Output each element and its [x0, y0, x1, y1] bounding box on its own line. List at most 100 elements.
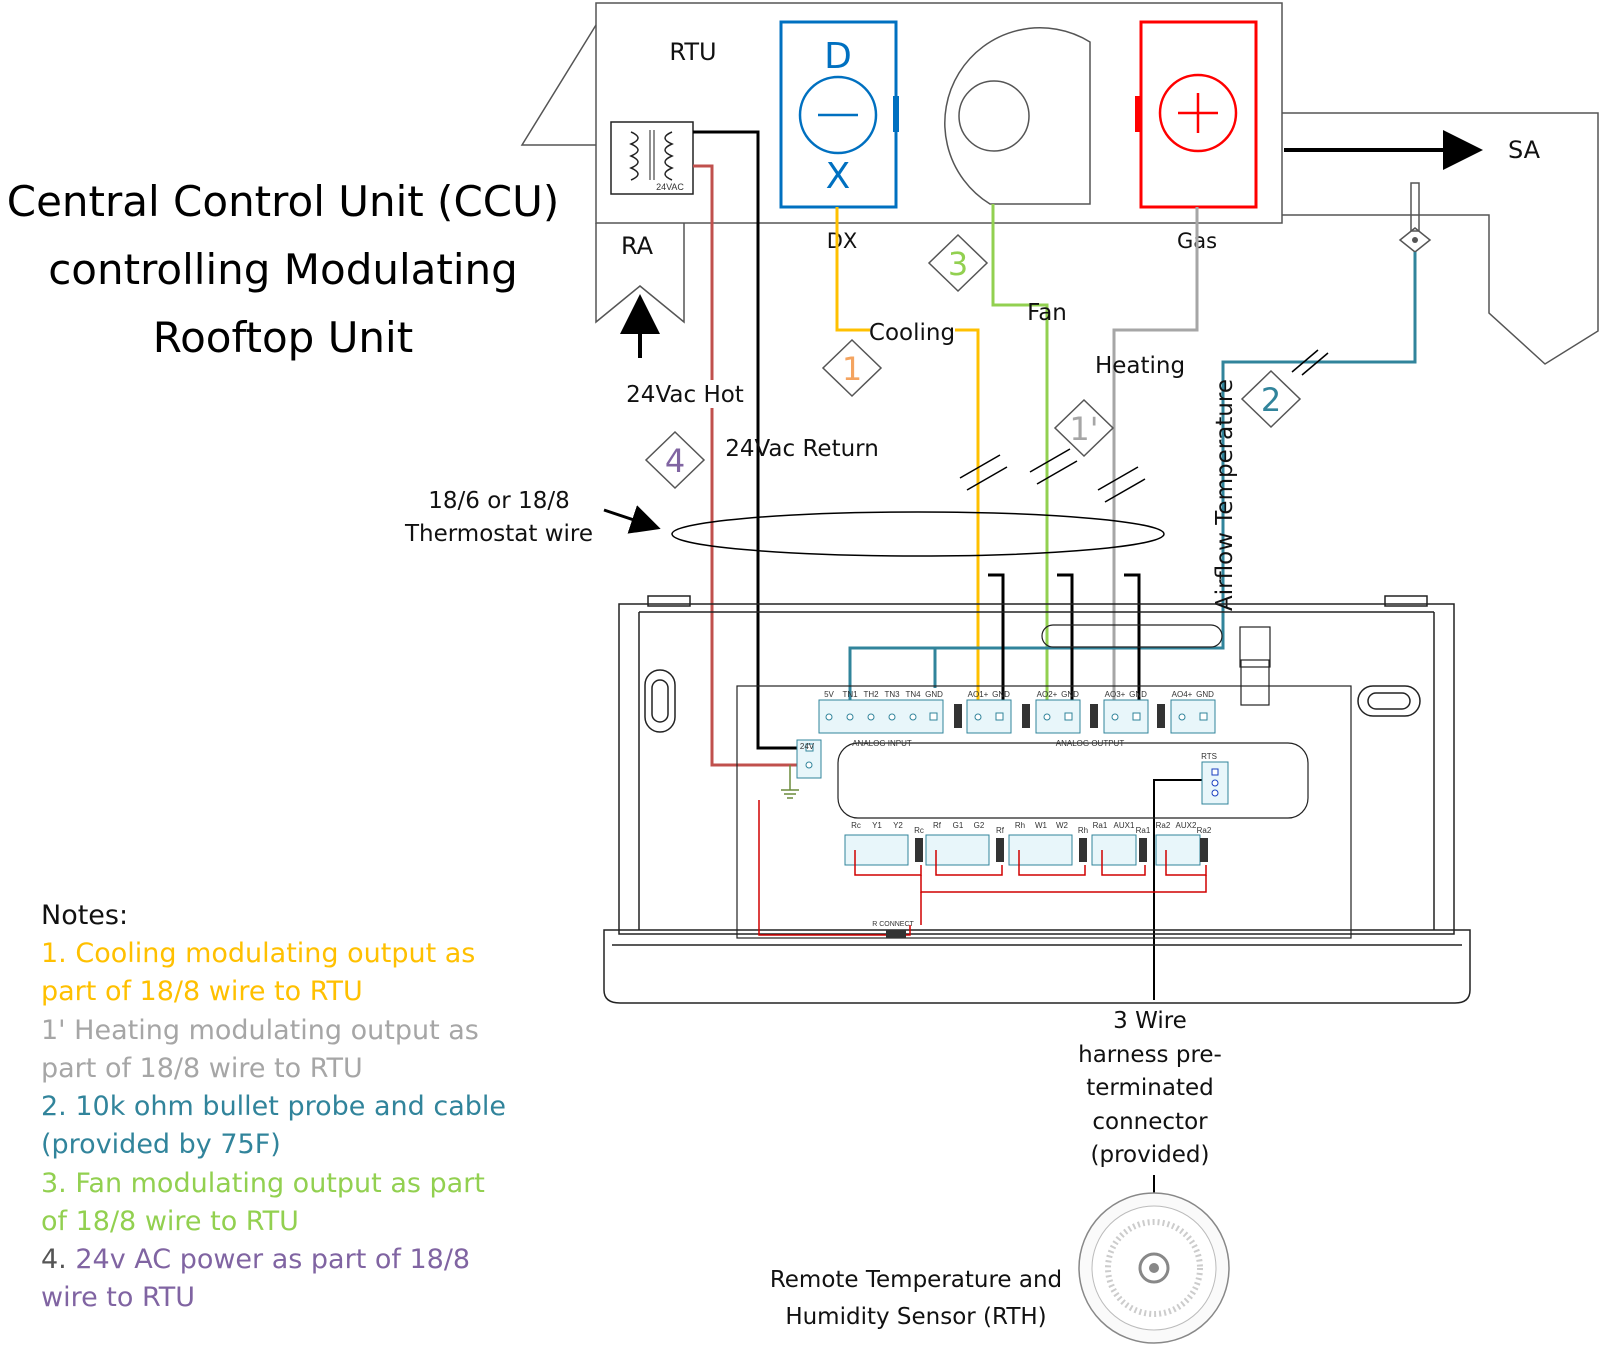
- r-connect-label: R CONNECT: [872, 921, 914, 928]
- power-terminal: [781, 739, 822, 799]
- marker-3: 3: [927, 233, 989, 293]
- analog-output-pin-labels: AO1+ GND AO2+ GND AO3+ GND AO4+ GND: [968, 690, 1214, 699]
- rts-connector: [1201, 761, 1229, 805]
- svg-text:Y1: Y1: [872, 821, 882, 830]
- sa-label: SA: [1508, 136, 1541, 164]
- rtu-label: RTU: [669, 38, 716, 66]
- fan-wire: [991, 204, 1049, 700]
- svg-text:3 Wire: 3 Wire: [1113, 1008, 1187, 1034]
- svg-text:Rooftop Unit: Rooftop Unit: [153, 313, 413, 362]
- svg-text:GND: GND: [1196, 690, 1214, 699]
- notes-heading: Notes:: [41, 900, 128, 931]
- page-title: Central Control Unit (CCU) controlling M…: [7, 177, 559, 362]
- svg-text:W1: W1: [1035, 821, 1048, 830]
- fan-label: Fan: [1027, 300, 1067, 326]
- dx-letter-bottom: X: [826, 156, 851, 197]
- thermostat-wire-bundle: [671, 511, 1165, 557]
- svg-text:AO3+: AO3+: [1105, 690, 1126, 699]
- svg-text:wire to RTU: wire to RTU: [41, 1282, 195, 1313]
- ccu-enclosure: [603, 595, 1471, 1004]
- svg-text:Rc: Rc: [851, 821, 861, 830]
- marker-4: 4: [644, 430, 706, 490]
- svg-text:Y2: Y2: [893, 821, 903, 830]
- thermostat-wire-label-2: Thermostat wire: [404, 521, 593, 547]
- svg-text:Remote Temperature and: Remote Temperature and: [770, 1267, 1062, 1293]
- rth-sensor-icon: [1078, 1192, 1230, 1344]
- svg-text:5V: 5V: [824, 690, 834, 699]
- svg-text:AO4+: AO4+: [1172, 690, 1193, 699]
- analog-input-label: ANALOG INPUT: [852, 739, 912, 748]
- rth-harness-wire: [1153, 779, 1213, 1000]
- svg-text:4. 24v AC power as part of 18/: 4. 24v AC power as part of 18/8: [41, 1244, 470, 1275]
- marker-1: 1: [821, 338, 883, 398]
- notes: Notes: 1. Cooling modulating output as p…: [41, 900, 506, 1313]
- airflow-probe-wire: [933, 252, 1417, 688]
- svg-text:AUX1: AUX1: [1114, 821, 1135, 830]
- svg-text:part of 18/8 wire to RTU: part of 18/8 wire to RTU: [41, 976, 363, 1007]
- svg-text:G2: G2: [974, 821, 985, 830]
- transformer-icon: [610, 121, 694, 195]
- power-terminal-label: 24V: [800, 742, 815, 751]
- thermostat-arrow: [603, 505, 661, 534]
- svg-text:Ra1: Ra1: [1136, 826, 1151, 835]
- dx-label: DX: [827, 229, 858, 253]
- svg-text:1': 1': [1069, 410, 1098, 448]
- heating-label: Heating: [1095, 353, 1185, 379]
- marker-2: 2: [1240, 369, 1302, 429]
- svg-text:TN4: TN4: [905, 690, 921, 699]
- relay-labels: Rc Y1 Y2 Rc Rf G1 G2 Rf Rh W1 W2 Rh Ra1 …: [851, 821, 1212, 835]
- svg-text:Ra2: Ra2: [1156, 821, 1171, 830]
- dx-letter-top: D: [824, 36, 852, 77]
- svg-text:controlling Modulating: controlling Modulating: [48, 245, 518, 294]
- svg-text:GND: GND: [1061, 690, 1079, 699]
- svg-text:AO1+: AO1+: [968, 690, 989, 699]
- wire-count-ticks: [959, 349, 1329, 503]
- svg-text:Rc: Rc: [914, 826, 924, 835]
- gas-heater-icon: [1135, 20, 1258, 209]
- 24vac-hot-label: 24Vac Hot: [626, 382, 744, 408]
- r-connect-jumper: [886, 930, 906, 938]
- rts-label: RTS: [1201, 752, 1217, 761]
- 24vac-return-wire: [693, 130, 806, 750]
- 24vac-return-label: 24Vac Return: [725, 436, 879, 462]
- svg-text:Ra2: Ra2: [1197, 826, 1212, 835]
- svg-text:Rh: Rh: [1078, 826, 1088, 835]
- svg-text:terminated: terminated: [1086, 1075, 1213, 1101]
- svg-text:Rf: Rf: [933, 821, 942, 830]
- svg-text:4: 4: [665, 442, 685, 480]
- heating-wire: [1112, 207, 1199, 700]
- svg-text:harness pre-: harness pre-: [1078, 1042, 1222, 1068]
- ra-label: RA: [621, 232, 654, 260]
- svg-text:GND: GND: [925, 690, 943, 699]
- svg-text:of 18/8 wire to RTU: of 18/8 wire to RTU: [41, 1206, 299, 1237]
- svg-text:Rh: Rh: [1015, 821, 1025, 830]
- svg-text:W2: W2: [1056, 821, 1069, 830]
- analog-output-label: ANALOG OUTPUT: [1056, 739, 1125, 748]
- cooling-label: Cooling: [869, 320, 955, 346]
- svg-text:3: 3: [948, 245, 968, 283]
- svg-text:3. Fan modulating output as pa: 3. Fan modulating output as part: [41, 1168, 485, 1199]
- analog-input-terminal: [818, 699, 944, 734]
- svg-text:1' Heating modulating output a: 1' Heating modulating output as: [41, 1015, 479, 1046]
- analog-input-pin-labels: 5V TN1 TH2 TN3 TN4 GND: [824, 690, 943, 699]
- svg-text:2. 10k ohm bullet probe and ca: 2. 10k ohm bullet probe and cable: [41, 1091, 506, 1122]
- analog-output-terminals: [954, 699, 1216, 734]
- relay-terminals: [758, 800, 1208, 936]
- svg-text:TN3: TN3: [884, 690, 900, 699]
- ccu-board: [736, 624, 1352, 939]
- svg-text:Ra1: Ra1: [1093, 821, 1108, 830]
- 24vac-hot-wire: [693, 164, 806, 767]
- svg-text:Humidity Sensor (RTH): Humidity Sensor (RTH): [785, 1304, 1046, 1330]
- airflow-label: Airflow Temperature: [1212, 379, 1238, 611]
- svg-text:TN1: TN1: [842, 690, 858, 699]
- duct-probe-icon: [1398, 182, 1432, 253]
- svg-text:(provided by 75F): (provided by 75F): [41, 1129, 281, 1160]
- harness-caption: 3 Wire harness pre- terminated connector…: [1078, 1008, 1222, 1168]
- fan-icon: [944, 27, 1091, 205]
- svg-text:AUX2: AUX2: [1176, 821, 1197, 830]
- rth-caption: Remote Temperature and Humidity Sensor (…: [770, 1267, 1062, 1330]
- svg-text:Rf: Rf: [996, 826, 1005, 835]
- transformer-label: 24VAC: [656, 182, 684, 192]
- svg-text:GND: GND: [1129, 690, 1147, 699]
